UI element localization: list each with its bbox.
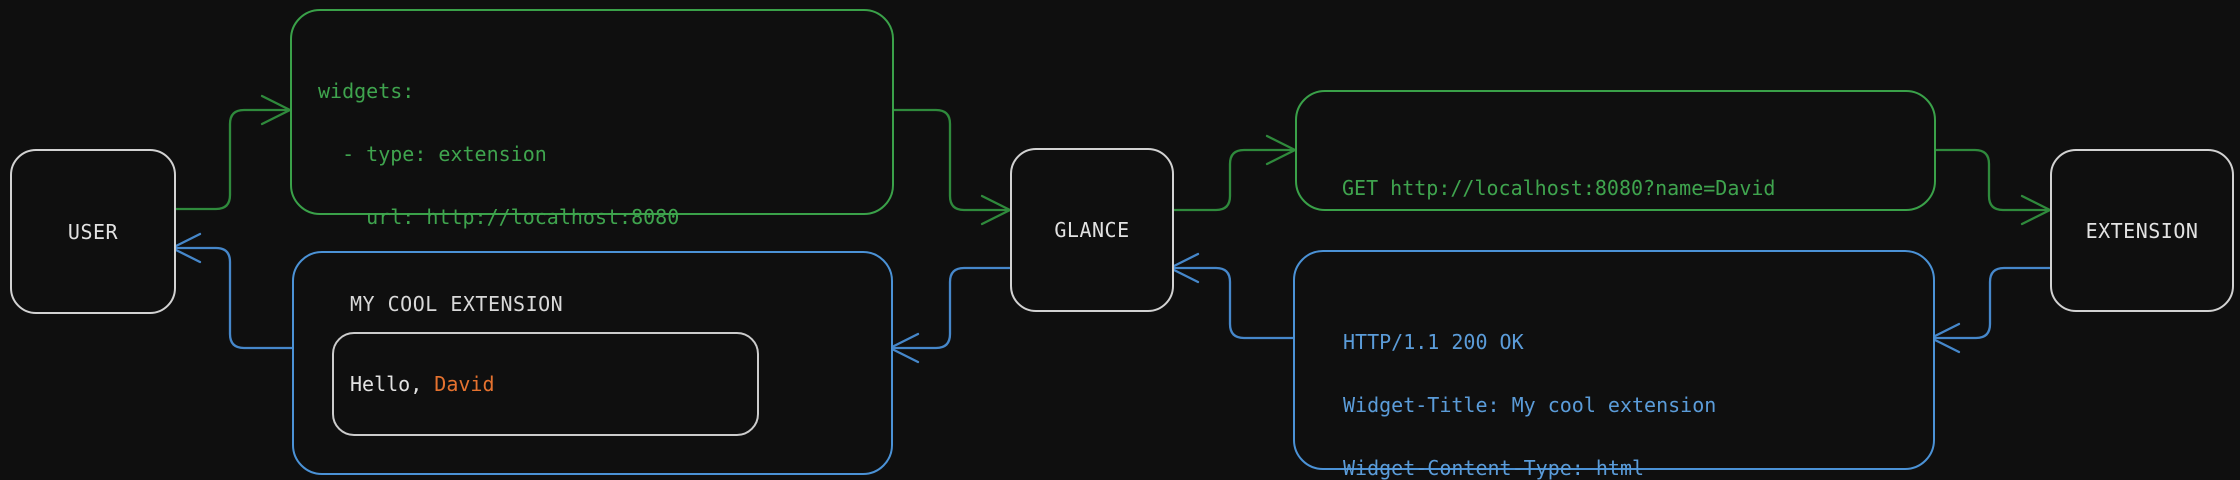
widget-greeting-text: Hello, David — [334, 372, 495, 396]
response-line: Widget-Title: My cool extension — [1343, 393, 1717, 417]
user-node: USER — [10, 149, 176, 314]
user-node-label: USER — [67, 219, 119, 244]
yaml-config-box: widgets: - type: extension url: http://l… — [290, 9, 894, 418]
edge-extension-to-response — [1929, 266, 2052, 354]
yaml-line: widgets: — [318, 79, 415, 103]
edge-user-to-config — [170, 94, 292, 211]
edge-line — [888, 108, 1011, 212]
http-request-code: GET http://localhost:8080?name=David — [1342, 138, 1775, 239]
edge-glance-to-widget — [888, 266, 1012, 364]
response-line: Widget-Content-Type: html — [1343, 456, 1645, 480]
edge-line — [1930, 148, 2051, 212]
extension-node-label: EXTENSION — [2085, 218, 2199, 243]
glance-node-label: GLANCE — [1054, 218, 1130, 242]
edge-line — [170, 108, 291, 211]
yaml-line: - type: extension — [318, 142, 547, 166]
rendered-widget-box: MY COOL EXTENSION Hello, David — [292, 251, 893, 475]
extension-node: EXTENSION — [2050, 149, 2234, 312]
edge-line — [889, 266, 1012, 350]
widget-greeting-box: Hello, David — [332, 332, 759, 436]
http-request-box: GET http://localhost:8080?name=David — [1295, 90, 1936, 211]
greeting-name: David — [434, 372, 495, 396]
http-response-box: HTTP/1.1 200 OK Widget-Title: My cool ex… — [1293, 250, 1935, 480]
edge-config-to-glance — [888, 108, 1012, 226]
edge-line — [1169, 266, 1295, 340]
greeting-prefix: Hello, — [350, 372, 435, 396]
edge-glance-to-request — [1168, 134, 1297, 212]
edge-response-to-glance — [1168, 252, 1295, 340]
edge-line — [1168, 148, 1296, 212]
response-line: HTTP/1.1 200 OK — [1343, 330, 1524, 354]
edge-widget-to-user — [170, 232, 294, 350]
http-response-code: HTTP/1.1 200 OK Widget-Title: My cool ex… — [1343, 292, 1909, 480]
yaml-line: url: http://localhost:8080 — [318, 205, 680, 229]
edge-line — [171, 246, 294, 350]
widget-title: MY COOL EXTENSION — [350, 292, 564, 316]
request-line: GET http://localhost:8080?name=David — [1342, 176, 1776, 200]
edge-line — [1930, 266, 2052, 340]
glance-node: GLANCE — [1010, 148, 1174, 312]
edge-request-to-extension — [1930, 148, 2052, 226]
